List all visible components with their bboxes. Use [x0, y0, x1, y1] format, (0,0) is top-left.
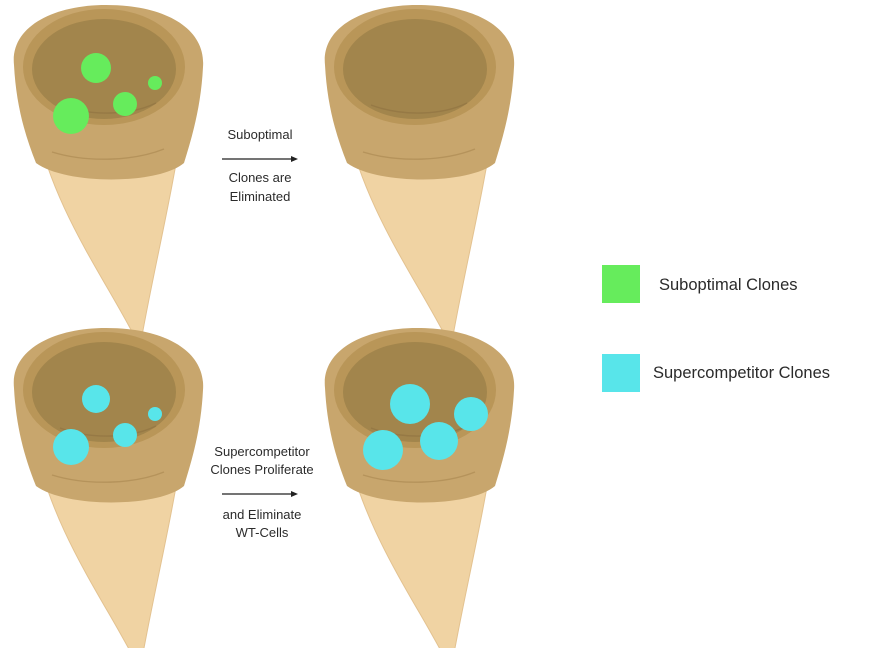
legend-swatch-supercompetitor: [602, 354, 640, 392]
top-arrow-label-line2: Clones are: [229, 170, 292, 185]
supercompetitor-clone-2: [113, 423, 137, 447]
bottom-arrow-label-line1: Supercompetitor: [214, 444, 310, 459]
expanded-supercompetitor-clone-3: [420, 422, 458, 460]
organoid-top-right: [325, 5, 514, 347]
bottom-arrow-label-line3: and Eliminate: [223, 507, 302, 522]
supercompetitor-clone-4: [148, 407, 162, 421]
suboptimal-clone-3: [53, 98, 89, 134]
supercompetitor-clone-3: [53, 429, 89, 465]
organoid-top-left: [14, 5, 203, 347]
organoid-bottom-right: [325, 328, 514, 648]
expanded-supercompetitor-clone-2: [454, 397, 488, 431]
legend: Suboptimal Clones Supercompetitor Clones: [602, 265, 830, 392]
top-arrow-label-line1: Suboptimal: [227, 127, 292, 142]
legend-label-suboptimal: Suboptimal Clones: [659, 276, 798, 294]
suboptimal-clone-1: [81, 53, 111, 83]
expanded-supercompetitor-clone-1: [390, 384, 430, 424]
suboptimal-clone-4: [148, 76, 162, 90]
bottom-transition: Supercompetitor Clones Proliferate and E…: [210, 444, 313, 540]
legend-swatch-suboptimal: [602, 265, 640, 303]
supercompetitor-clone-1: [82, 385, 110, 413]
bottom-arrow-head: [291, 491, 298, 497]
suboptimal-clone-2: [113, 92, 137, 116]
top-arrow-head: [291, 156, 298, 162]
organoid-bottom-left: [14, 328, 203, 648]
expanded-supercompetitor-clone-4: [363, 430, 403, 470]
top-transition: Suboptimal Clones are Eliminated: [222, 127, 298, 204]
bottom-arrow-label-line2: Clones Proliferate: [210, 462, 313, 477]
legend-label-supercompetitor: Supercompetitor Clones: [653, 364, 830, 382]
top-arrow-label-line3: Eliminated: [230, 189, 291, 204]
bottom-arrow-label-line4: WT-Cells: [236, 525, 289, 540]
